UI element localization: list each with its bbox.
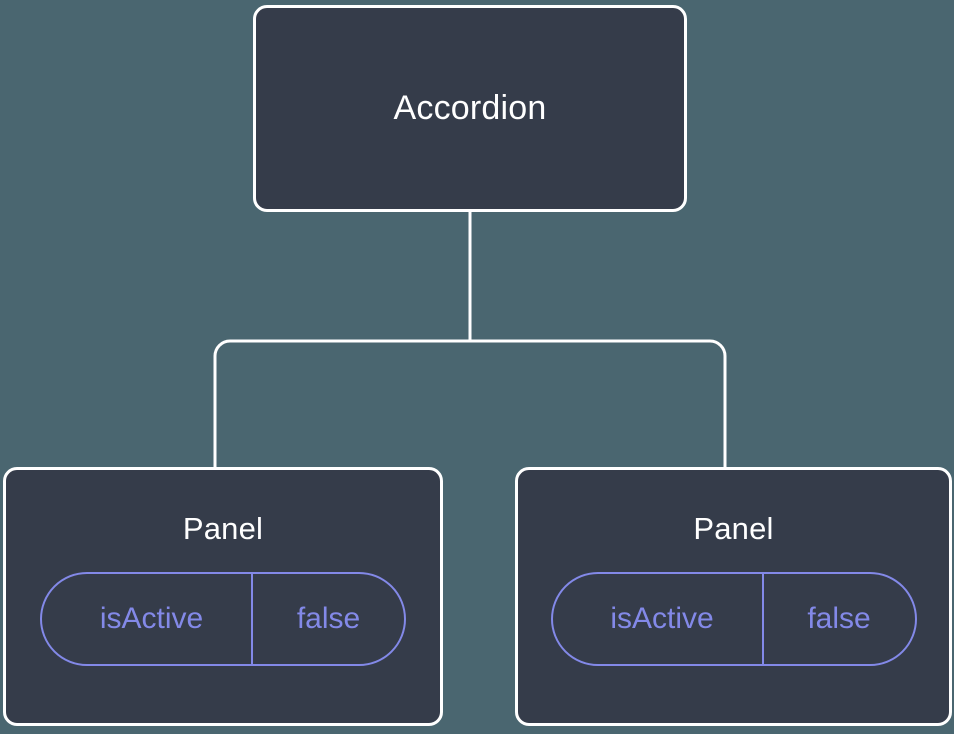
node-panel-1-title: Panel [182, 511, 264, 546]
node-panel-2-title: Panel [693, 511, 774, 546]
node-panel-1[interactable]: Panel isActive false [3, 467, 443, 726]
prop-badge-isactive-2[interactable]: isActive false [550, 572, 917, 667]
node-accordion-title: Accordion [393, 88, 547, 127]
prop-badge-isactive-1[interactable]: isActive false [40, 572, 406, 667]
node-accordion[interactable]: Accordion [253, 5, 687, 212]
prop-key: isActive [610, 602, 714, 636]
prop-divider [761, 574, 764, 665]
prop-value: false [296, 602, 361, 636]
prop-value: false [807, 602, 871, 636]
prop-divider [251, 574, 253, 665]
node-panel-2[interactable]: Panel isActive false [515, 467, 952, 726]
edge-bus-left [213, 339, 470, 467]
edge-bus-right [470, 339, 727, 467]
prop-key: isActive [99, 602, 204, 636]
